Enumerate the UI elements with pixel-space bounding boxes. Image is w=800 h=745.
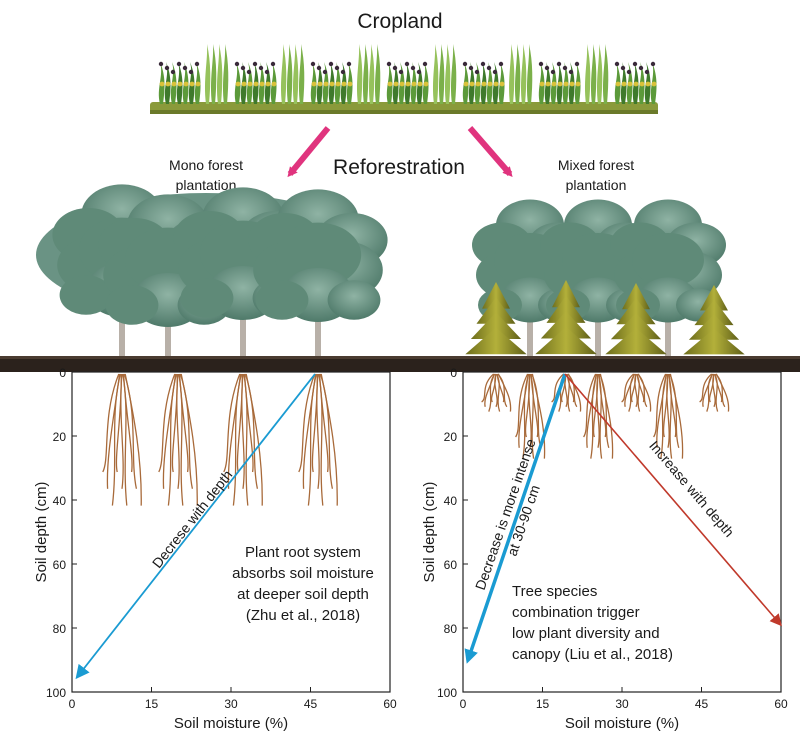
mono-y-axis-label: Soil depth (cm): [33, 482, 50, 583]
mono-root-system: [298, 373, 338, 506]
mono-forest-label-line2: plantation: [176, 177, 237, 193]
mixed-y-axis-label: Soil depth (cm): [421, 482, 438, 583]
mixed-y-tick-label: 100: [437, 686, 457, 700]
crop-plant: [538, 61, 581, 104]
mixed-root-system: [621, 373, 652, 412]
crop-plant: [281, 44, 305, 104]
mixed-decrease-arrow: [464, 373, 567, 664]
mono-tree: [248, 189, 388, 358]
crop-plant: [614, 61, 657, 104]
mono-forest-label-line1: Mono forest: [169, 157, 243, 173]
crop-plant: [462, 61, 505, 104]
mixed-x-tick-label: 0: [460, 697, 467, 711]
mono-x-tick-label: 15: [145, 697, 159, 711]
ground-strip: [0, 356, 800, 372]
mono-forest-trees: [36, 184, 388, 358]
mixed-x-axis-label: Soil moisture (%): [565, 715, 679, 732]
mixed-increase-arrow: [564, 373, 782, 627]
mono-trend-arrow: [75, 373, 316, 680]
mixed-conifer-tree: [465, 282, 527, 355]
mixed-y-tick-label: 40: [444, 494, 458, 508]
title: Cropland: [357, 10, 442, 33]
crop-plant: [585, 44, 609, 104]
mixed-forest-label-line1: Mixed forest: [558, 157, 634, 173]
left-reforestation-arrow: [287, 126, 331, 178]
mixed-forest-trees: [465, 199, 745, 358]
mixed-root-system: [653, 373, 684, 459]
mono-x-tick-label: 45: [304, 697, 318, 711]
crop-plant: [234, 61, 277, 104]
mixed-note-line2: combination trigger: [512, 604, 640, 621]
mixed-broadleaf-tree: [610, 199, 726, 358]
crop-plant: [433, 44, 457, 104]
mono-note-line4: (Zhu et al., 2018): [246, 607, 360, 624]
crop-plant: [509, 44, 533, 104]
mixed-conifer-tree: [683, 285, 745, 355]
mixed-conifer-tree: [605, 283, 667, 355]
crop-plant: [205, 44, 229, 104]
crop-plant: [158, 61, 201, 104]
mono-note-line1: Plant root system: [245, 544, 361, 561]
mixed-y-tick-label: 20: [444, 430, 458, 444]
mono-root-system: [158, 373, 198, 506]
mixed-conifer-tree: [535, 280, 597, 355]
mono-x-tick-label: 60: [383, 697, 397, 711]
mono-x-axis-label: Soil moisture (%): [174, 715, 288, 732]
mono-trend-label: Decrese with depth: [149, 467, 236, 571]
crop-plant: [357, 44, 381, 104]
mixed-y-tick-label: 60: [444, 558, 458, 572]
mixed-root-system: [583, 373, 614, 459]
root-systems: [102, 373, 730, 506]
mixed-x-tick-label: 60: [774, 697, 788, 711]
mixed-y-tick-label: 80: [444, 622, 458, 636]
mixed-y-tick-label: 0: [450, 366, 457, 380]
mixed-x-tick-label: 15: [536, 697, 550, 711]
mixed-note-line4: canopy (Liu et al., 2018): [512, 646, 673, 663]
mono-x-tick-label: 30: [224, 697, 238, 711]
mono-root-system: [223, 373, 263, 506]
mixed-root-system: [515, 373, 546, 459]
mono-x-tick-label: 0: [69, 697, 76, 711]
mono-note-line2: absorbs soil moisture: [232, 565, 374, 582]
mixed-note-line3: low plant diversity and: [512, 625, 660, 642]
mono-root-system: [102, 373, 142, 506]
cropland-illustration: [150, 44, 658, 114]
mixed-x-tick-label: 45: [695, 697, 709, 711]
mixed-note-line1: Tree species: [512, 583, 597, 600]
mixed-root-system: [481, 373, 512, 412]
mono-y-tick-label: 0: [59, 366, 66, 380]
crop-plant: [386, 61, 429, 104]
mono-y-tick-label: 20: [53, 430, 67, 444]
mono-y-tick-label: 40: [53, 494, 67, 508]
mono-y-tick-label: 60: [53, 558, 67, 572]
mixed-forest-label-line2: plantation: [566, 177, 627, 193]
right-reforestation-arrow: [467, 126, 513, 178]
mixed-increase-label: Increase with depth: [646, 438, 737, 540]
mono-y-tick-label: 80: [53, 622, 67, 636]
mixed-x-tick-label: 30: [615, 697, 629, 711]
mixed-root-system: [699, 373, 730, 412]
mono-note-line3: at deeper soil depth: [237, 586, 369, 603]
crop-plant: [310, 61, 353, 104]
reforestation-label: Reforestration: [333, 156, 465, 179]
mono-y-tick-label: 100: [46, 686, 66, 700]
